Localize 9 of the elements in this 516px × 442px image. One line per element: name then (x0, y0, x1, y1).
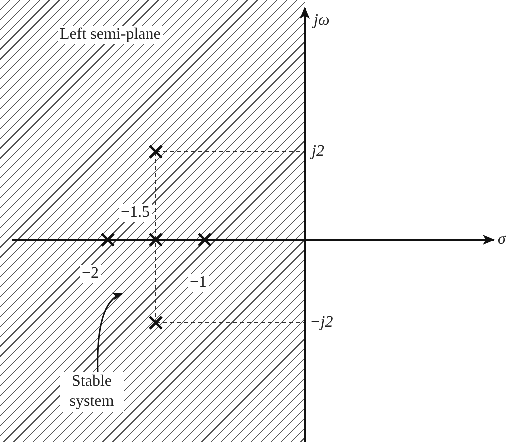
axis-label: jω (312, 12, 332, 30)
region-label: Left semi-plane (58, 26, 163, 44)
hatched-region (0, 0, 305, 442)
tick-label: j2 (310, 143, 326, 161)
annotation-text: Stable system (60, 372, 124, 412)
tick-label: −1 (188, 274, 210, 292)
tick-label: −2 (80, 265, 102, 283)
leader-line (97, 293, 123, 374)
tick-label: −1.5 (119, 204, 152, 222)
